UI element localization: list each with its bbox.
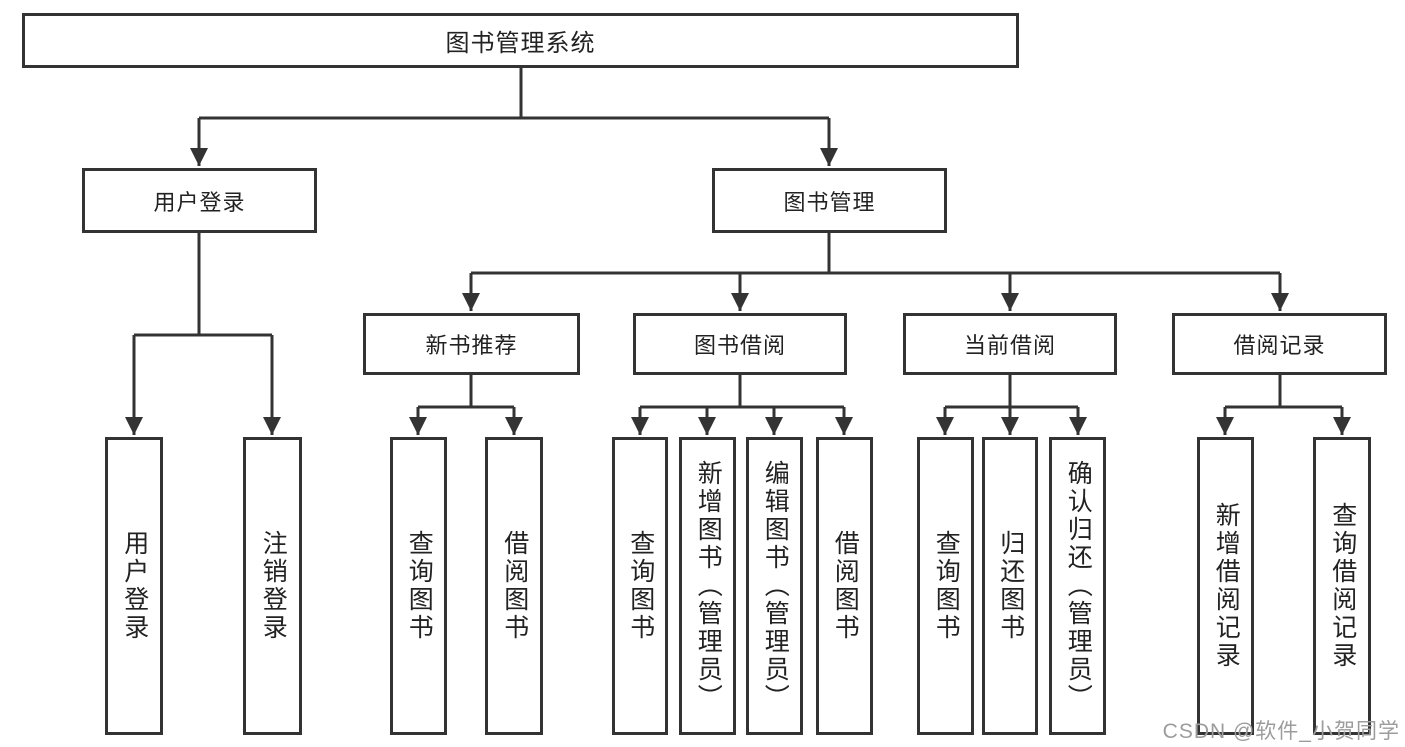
leaf-current-return-books: 归还图书: [982, 437, 1038, 735]
leaf-borrow-edit-books-admin: 编辑图书（管理员）: [746, 437, 803, 735]
leaf-current-confirm-return-admin-label: 确认归还（管理员）: [1064, 460, 1093, 712]
leaf-borrow-edit-books-admin-label: 编辑图书（管理员）: [761, 460, 790, 712]
leaf-borrow-query-books-label: 查询图书: [626, 530, 655, 642]
node-user-login: 用户登录: [82, 168, 317, 233]
node-new-book-recommend: 新书推荐: [363, 313, 580, 375]
leaf-records-add-record: 新增借阅记录: [1197, 437, 1254, 735]
node-book-management: 图书管理: [712, 168, 947, 233]
leaf-borrow-add-books-admin: 新增图书（管理员）: [679, 437, 736, 735]
leaf-borrow-borrow-books-label: 借阅图书: [831, 530, 860, 642]
leaf-newbook-borrow-books: 借阅图书: [485, 437, 543, 735]
leaf-logout: 注销登录: [243, 437, 302, 735]
node-root-system: 图书管理系统: [22, 13, 1019, 68]
leaf-user-login-label: 用户登录: [120, 530, 149, 642]
leaf-records-query-record-label: 查询借阅记录: [1328, 502, 1357, 670]
leaf-logout-label: 注销登录: [259, 530, 288, 642]
leaf-current-query-books-label: 查询图书: [932, 530, 961, 642]
leaf-borrow-query-books: 查询图书: [612, 437, 668, 735]
leaf-records-query-record: 查询借阅记录: [1313, 437, 1371, 735]
leaf-user-login: 用户登录: [105, 437, 163, 735]
leaf-newbook-query-books-label: 查询图书: [405, 530, 434, 642]
leaf-borrow-borrow-books: 借阅图书: [816, 437, 873, 735]
leaf-current-confirm-return-admin: 确认归还（管理员）: [1049, 437, 1106, 735]
leaf-records-add-record-label: 新增借阅记录: [1212, 502, 1241, 670]
watermark: CSDN @软件_小贺同学: [1162, 720, 1400, 743]
leaf-current-return-books-label: 归还图书: [996, 530, 1025, 642]
node-borrowing-records: 借阅记录: [1172, 313, 1387, 375]
leaf-newbook-borrow-books-label: 借阅图书: [500, 530, 529, 642]
node-current-borrowing: 当前借阅: [903, 313, 1117, 375]
leaf-borrow-add-books-admin-label: 新增图书（管理员）: [694, 460, 723, 712]
leaf-current-query-books: 查询图书: [917, 437, 974, 735]
leaf-newbook-query-books: 查询图书: [390, 437, 447, 735]
node-book-borrowing: 图书借阅: [633, 313, 847, 375]
